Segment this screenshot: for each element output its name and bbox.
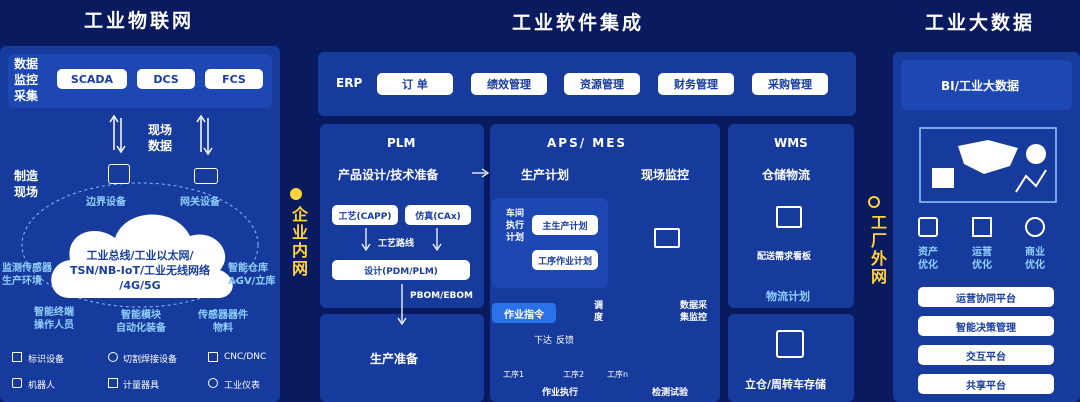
cloud-shape — [51, 214, 233, 299]
boxes-icon — [776, 330, 804, 358]
erp-performance-button[interactable]: 绩效管理 — [471, 73, 547, 95]
globe-icon — [868, 196, 880, 208]
prod-prep-panel — [320, 314, 484, 402]
iot-arrows — [21, 114, 259, 308]
step-label: 工序n — [607, 370, 629, 379]
sensor-material-label: 传感器器件 物料 — [198, 310, 248, 334]
wms-title: WMS — [774, 136, 808, 150]
platform-decision-button[interactable]: 智能决策管理 — [918, 316, 1054, 336]
bi-label: BI/工业大数据 — [941, 79, 1019, 93]
pdm-button[interactable]: 设计(PDM/PLM) — [332, 260, 470, 280]
aps-mes-title: APS/ MES — [547, 136, 628, 150]
edge-device-label: 边界设备 — [86, 197, 126, 208]
site-monitor-label: 现场监控 — [641, 168, 690, 182]
iot-title: 工业物联网 — [84, 10, 195, 32]
gateway-device-label: 网关设备 — [180, 197, 220, 208]
monitor-icon — [654, 228, 680, 248]
network-icon — [290, 188, 302, 200]
bom-label: PBOM/EBOM — [410, 291, 473, 301]
erp-order-button[interactable]: 订 单 — [377, 73, 453, 95]
gauge-icon — [208, 378, 218, 388]
device-label: 切割焊接设备 — [123, 355, 178, 365]
capp-button[interactable]: 工艺(CAPP) — [332, 205, 398, 225]
inspect-label: 检测试验 — [652, 388, 689, 398]
manufacturing-site-label: 制造 现场 — [14, 169, 39, 199]
edge-device-icon — [108, 164, 130, 184]
cax-button[interactable]: 仿真(CAx) — [405, 205, 471, 225]
software-title: 工业软件集成 — [512, 12, 645, 34]
asset-opt-label: 资产 优化 — [918, 247, 938, 271]
main-plan-button[interactable]: 主生产计划 — [532, 215, 598, 235]
device-label: CNC/DNC — [224, 352, 267, 362]
cloud-network-text: 工业总线/工业以太网/ TSN/NB-IoT/工业无线网络 /4G/5G — [70, 249, 210, 292]
device-label: 工业仪表 — [224, 381, 261, 391]
workshop-plan-label: 车间 执行 计划 — [506, 209, 525, 243]
data-collection-label: 数据 监控 采集 — [14, 57, 39, 103]
schedule-label: 调 度 — [594, 301, 604, 323]
feedback-label: 反馈 — [556, 336, 575, 346]
prod-plan-label: 生产计划 — [521, 168, 570, 182]
business-icon — [1025, 217, 1045, 237]
device-label: 标识设备 — [28, 355, 65, 365]
bigdata-title: 工业大数据 — [925, 12, 1036, 34]
scada-button[interactable]: SCADA — [57, 69, 127, 89]
platform-share-button[interactable]: 共享平台 — [918, 374, 1054, 394]
cnc-icon — [208, 352, 218, 362]
storage-panel — [728, 314, 854, 402]
operation-opt-label: 运营 优化 — [972, 247, 992, 271]
smart-module-label: 智能模块 自动化装备 — [116, 310, 166, 334]
bi-bar — [901, 60, 1072, 110]
operation-icon — [972, 217, 992, 237]
dispatch-label: 下达 — [534, 336, 553, 346]
sensor-env-label: 监测传感器 生产环境 — [2, 263, 52, 287]
asset-icon — [918, 217, 938, 237]
logistics-plan-label: 物流计划 — [766, 290, 810, 303]
erp-purchase-button[interactable]: 采购管理 — [752, 73, 828, 95]
robot-icon — [12, 378, 22, 388]
route-label: 工艺路线 — [378, 239, 415, 249]
plm-title: PLM — [387, 136, 416, 150]
intranet-label: 企业内网 — [289, 206, 308, 278]
workshop-plan-box — [492, 198, 608, 288]
erp-finance-button[interactable]: 财务管理 — [658, 73, 734, 95]
data-collect-label: 数据采 集监控 — [680, 301, 708, 323]
gateway-device-icon — [194, 168, 218, 184]
step-label: 工序1 — [503, 370, 525, 379]
plm-subtitle: 产品设计/技术准备 — [338, 168, 439, 182]
terminal-operator-label: 智能终端 操作人员 — [34, 307, 74, 331]
erp-resource-button[interactable]: 资源管理 — [564, 73, 640, 95]
field-data-label: 现场 数据 — [148, 123, 173, 153]
prod-prep-label: 生产准备 — [370, 352, 419, 366]
board-icon — [776, 206, 802, 228]
op-plan-button[interactable]: 工序作业计划 — [532, 250, 598, 270]
dcs-button[interactable]: DCS — [137, 69, 195, 89]
erp-label: ERP — [336, 76, 363, 90]
meter-icon — [108, 378, 118, 388]
smart-warehouse-label: 智能仓库 AGV/立库 — [228, 263, 276, 287]
fcs-button[interactable]: FCS — [205, 69, 263, 89]
extranet-label: 工厂外网 — [868, 214, 887, 286]
cutting-icon — [108, 352, 118, 362]
device-label: 机器人 — [28, 381, 56, 391]
work-order-button[interactable]: 作业指令 — [492, 303, 556, 323]
delivery-board-label: 配送需求看板 — [757, 252, 812, 262]
barcode-icon — [12, 352, 22, 362]
platform-coop-button[interactable]: 运营协同平台 — [918, 287, 1054, 307]
dashboard-graphic — [919, 127, 1057, 203]
business-opt-label: 商业 优化 — [1025, 247, 1045, 271]
bigdata-panel — [893, 52, 1080, 402]
exec-label: 作业执行 — [542, 388, 579, 398]
warehouse-label: 仓储物流 — [762, 168, 811, 182]
storage-label: 立仓/周转车存储 — [745, 378, 827, 391]
wms-panel — [728, 124, 854, 308]
step-label: 工序2 — [563, 370, 585, 379]
device-label: 计量器具 — [123, 381, 160, 391]
platform-interact-button[interactable]: 交互平台 — [918, 345, 1054, 365]
